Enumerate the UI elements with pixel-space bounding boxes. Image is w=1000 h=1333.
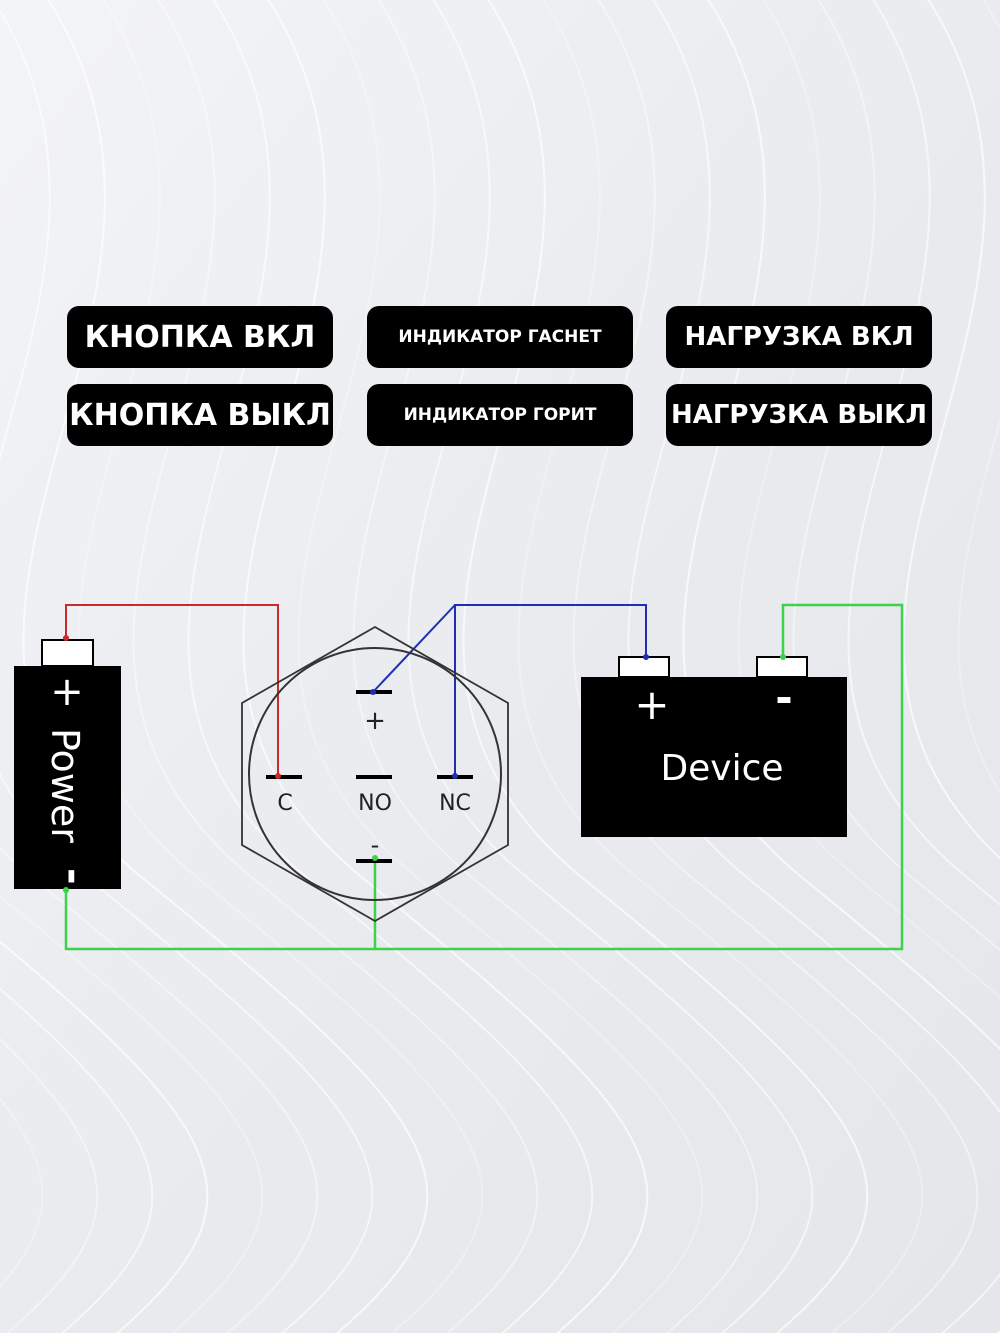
switch-ring	[248, 647, 502, 901]
device-body	[581, 677, 847, 837]
device-plus-label: +	[634, 680, 669, 729]
background-wave-line	[0, 940, 209, 1333]
device-plus-node	[643, 654, 649, 660]
background-wave-line	[517, 0, 924, 1333]
background-wave-line	[77, 0, 484, 1333]
background-wave-line	[0, 1097, 44, 1289]
device-plus-terminal	[618, 656, 670, 678]
power-minus-label: -	[50, 868, 96, 885]
wire-red	[65, 604, 279, 776]
background-wave-line	[132, 0, 539, 1333]
power-body	[14, 666, 121, 889]
background-wave-line	[297, 0, 704, 1333]
background-wave-line	[0, 895, 264, 1333]
device-minus-node	[780, 654, 786, 660]
power-plus-label: +	[50, 669, 84, 715]
switch-nc-node	[452, 773, 458, 779]
wire-blue-nc	[454, 604, 647, 776]
label-button-off: КНОПКА ВЫКЛ	[67, 384, 333, 446]
device-name-label: Device	[660, 748, 783, 789]
background-wave-line	[0, 846, 319, 1333]
switch-led-minus-label: -	[371, 831, 380, 859]
device-minus-label: -	[775, 673, 792, 722]
switch-no-label: NO	[358, 791, 392, 816]
device: + - Device	[581, 654, 847, 837]
background-wave-line	[242, 0, 649, 1333]
switch-c-label: C	[277, 791, 292, 816]
label-load-on: НАГРУЗКА ВКЛ	[666, 306, 932, 368]
power-battery: + Power -	[14, 635, 121, 893]
background-wave-line	[462, 0, 869, 1333]
switch-led-minus-node	[372, 855, 378, 861]
wire-green-loop	[64, 603, 904, 951]
label-load-off: НАГРУЗКА ВЫКЛ	[666, 384, 932, 446]
power-minus-node	[63, 887, 69, 893]
background-wave-line	[407, 0, 814, 1333]
background-wave-line	[847, 0, 1000, 906]
power-terminal	[41, 639, 94, 667]
label-button-on: КНОПКА ВКЛ	[67, 306, 333, 368]
switch-hexagon	[241, 625, 509, 923]
switch-led-plus-node	[370, 689, 376, 695]
switch-c-node	[275, 773, 281, 779]
background-wave-line	[0, 987, 154, 1333]
power-name-label: Power	[43, 728, 87, 843]
switch-led-plus-label: +	[364, 706, 386, 736]
label-indicator-on: ИНДИКАТОР ГОРИТ	[367, 384, 633, 446]
switch: + C NO NC -	[241, 625, 509, 923]
background-wave-line	[187, 0, 594, 1333]
label-indicator-off: ИНДИКАТОР ГАСНЕТ	[367, 306, 633, 368]
background-wave-line	[902, 0, 1000, 860]
switch-nc-label: NC	[439, 791, 471, 816]
background-wave-line	[352, 0, 759, 1333]
background-wave-line	[0, 1037, 99, 1333]
power-plus-node	[63, 635, 69, 641]
wiring-diagram: + Power - + C NO NC -	[14, 603, 904, 951]
